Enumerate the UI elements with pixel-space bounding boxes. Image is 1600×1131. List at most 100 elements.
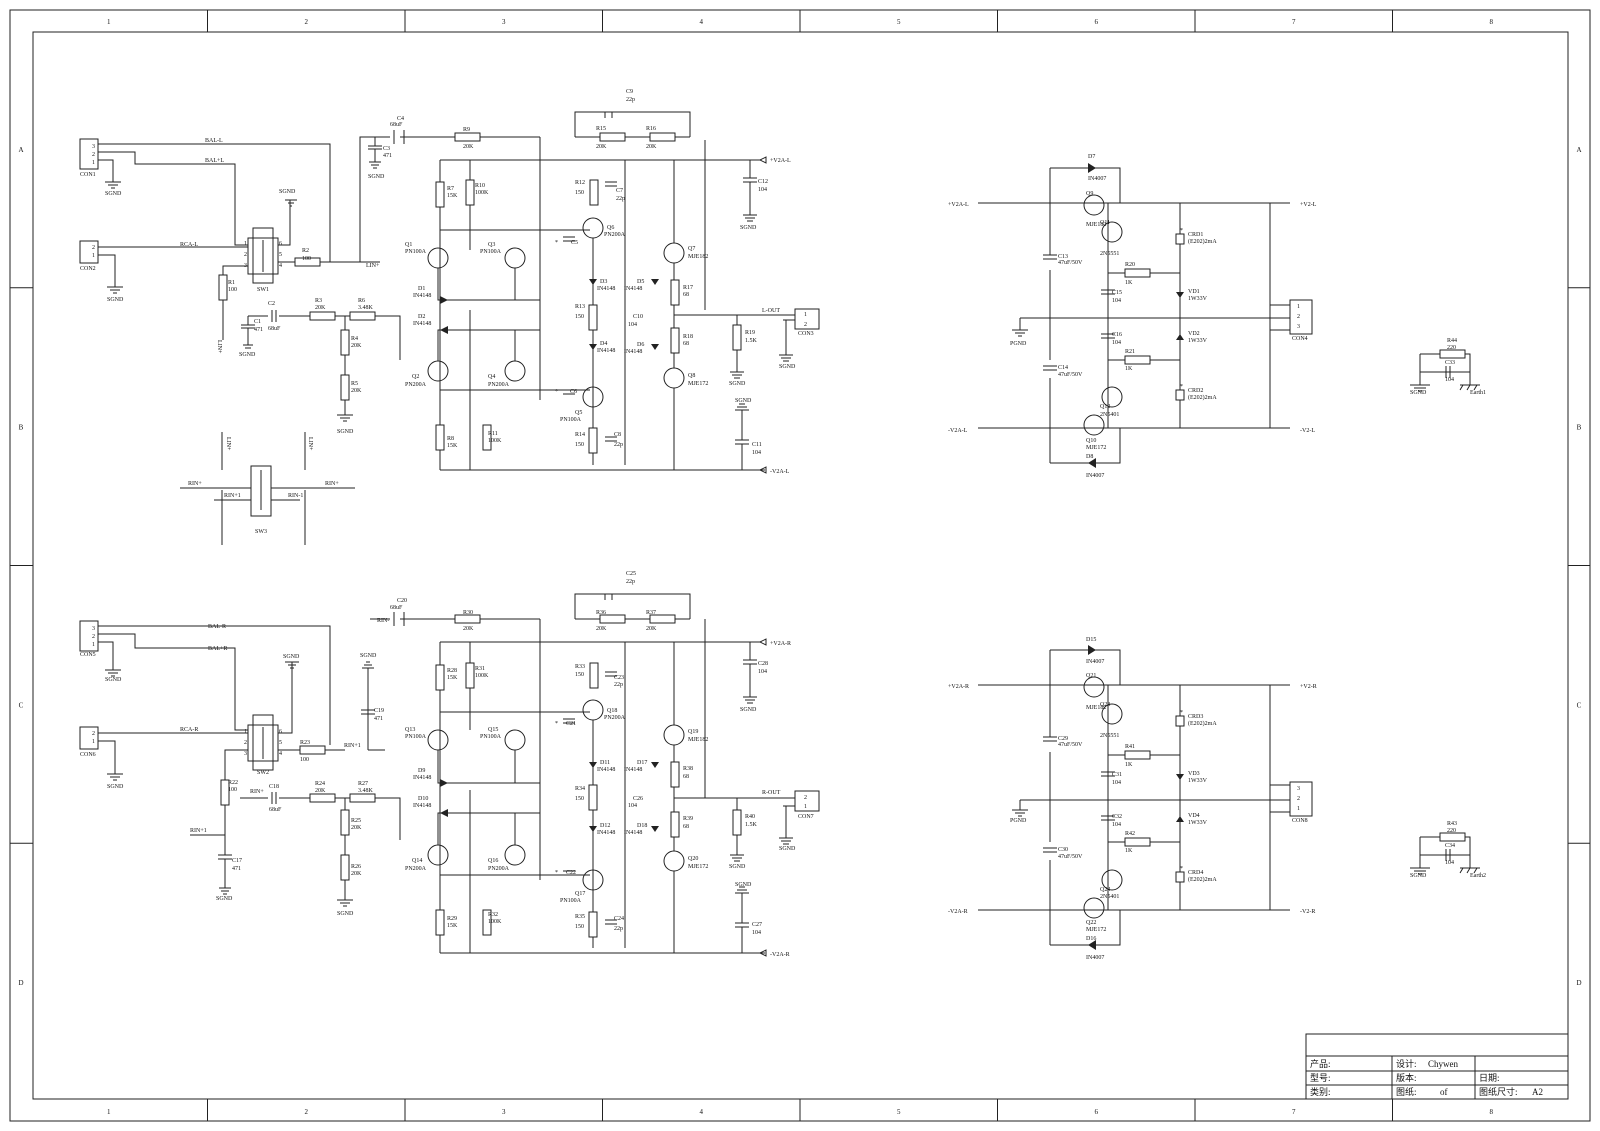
component-label: -V2A-R [770, 952, 790, 958]
component-label: 471 [254, 327, 263, 333]
component-label: SGND [368, 174, 385, 180]
component-label: of [1440, 1087, 1448, 1097]
component-label: SGND [105, 677, 122, 683]
component-label: 2N5401 [1100, 894, 1119, 900]
component-label: C2 [268, 301, 275, 307]
component-label: 1 [804, 312, 807, 318]
component-label: 22p [626, 97, 635, 103]
component-label: R38 [683, 766, 693, 772]
component-label: R23 [300, 740, 310, 746]
component-label: 104 [1112, 780, 1121, 786]
component-label: 47uF/50V [1058, 742, 1083, 748]
component-label: IN4007 [1086, 955, 1104, 961]
component-label: LIN+ [225, 437, 231, 451]
component-label: 20K [351, 343, 362, 349]
r9-resistor [454, 132, 481, 142]
component-label: 104 [1112, 340, 1121, 346]
component-label: C18 [269, 784, 279, 790]
component-label: * [1180, 384, 1183, 390]
component-label: PN100A [480, 734, 502, 740]
component-label: Q22 [1086, 920, 1096, 926]
component-label: 100K [475, 673, 489, 679]
component-label: 150 [575, 796, 584, 802]
component-label: 3 [1297, 786, 1300, 792]
component-label: R7 [447, 186, 454, 192]
component-label: SGND [279, 189, 296, 195]
component-label: -V2-R [1300, 909, 1315, 915]
component-label: 150 [575, 672, 584, 678]
component-label: MJE172 [1086, 445, 1106, 451]
component-label: 68uF [390, 122, 403, 128]
component-label: R29 [447, 916, 457, 922]
component-label: R43 [1447, 821, 1457, 827]
zone-column-label: 1 [107, 18, 111, 26]
component-label: CON4 [1292, 336, 1308, 342]
component-label: R42 [1125, 831, 1135, 837]
component-label: IN4148 [624, 767, 642, 773]
component-label: C9 [626, 89, 633, 95]
zone-row-label: C [1577, 701, 1582, 709]
component-label: 20K [315, 305, 326, 311]
component-label: CRD2 [1188, 388, 1203, 394]
component-label: 100 [228, 787, 237, 793]
component-label: MJE172 [688, 864, 708, 870]
component-label: 68 [683, 341, 689, 347]
component-label: R5 [351, 381, 358, 387]
component-label: C7 [616, 188, 623, 194]
component-label: Q18 [607, 708, 617, 714]
component-label: Q3 [488, 242, 495, 248]
component-label: C25 [626, 571, 636, 577]
component-label: 471 [383, 153, 392, 159]
component-label: SGND [1410, 390, 1427, 396]
component-label: 104 [758, 187, 767, 193]
component-label: D3 [600, 279, 607, 285]
component-label: LIN+ [216, 340, 222, 354]
component-label: 20K [596, 144, 607, 150]
con5-connector [79, 620, 99, 652]
component-label: * [1180, 228, 1183, 234]
zone-row-label: D [18, 979, 23, 987]
component-label: SGND [239, 352, 256, 358]
component-label: SGND [779, 846, 796, 852]
component-label: Q1 [405, 242, 412, 248]
r6-resistor [349, 311, 376, 321]
component-label: 22p [616, 196, 625, 202]
component-label: 20K [351, 871, 362, 877]
component-label: PN200A [405, 866, 427, 872]
component-label: Q10 [1086, 438, 1096, 444]
component-label: CON6 [80, 752, 96, 758]
component-label: LIN+ [307, 437, 313, 451]
component-label: 4 [279, 263, 282, 269]
component-label: 1 [92, 642, 95, 648]
component-label: 150 [575, 442, 584, 448]
component-label: 1W33V [1188, 296, 1208, 302]
component-label: R27 [358, 781, 368, 787]
component-label: R22 [228, 780, 238, 786]
component-label: 22p [614, 442, 623, 448]
component-label: +V2A-L [770, 158, 791, 164]
component-label: IN4148 [413, 293, 431, 299]
component-label: D17 [637, 760, 647, 766]
component-label: C30 [1058, 847, 1068, 853]
zone-row-label: D [1576, 979, 1581, 987]
component-label: +V2-L [1300, 202, 1317, 208]
component-label: C34 [1445, 843, 1455, 849]
component-label: IN4007 [1088, 176, 1106, 182]
zone-row-label: A [1576, 146, 1581, 154]
component-label: 3 [1297, 324, 1300, 330]
component-label: 68 [683, 774, 689, 780]
component-label: Earth2 [1470, 873, 1486, 879]
component-label: Q16 [488, 858, 498, 864]
component-label: SGND [216, 896, 233, 902]
component-label: VD3 [1188, 771, 1200, 777]
component-label: 100 [228, 287, 237, 293]
zone-column-label: 7 [1292, 18, 1296, 26]
component-label: 1.5K [745, 822, 758, 828]
component-label: * [555, 870, 558, 876]
component-label: SGND [283, 654, 300, 660]
component-label: D9 [418, 768, 425, 774]
component-label: PN200A [405, 382, 427, 388]
component-label: R44 [1447, 338, 1457, 344]
component-label: Q4 [488, 374, 495, 380]
